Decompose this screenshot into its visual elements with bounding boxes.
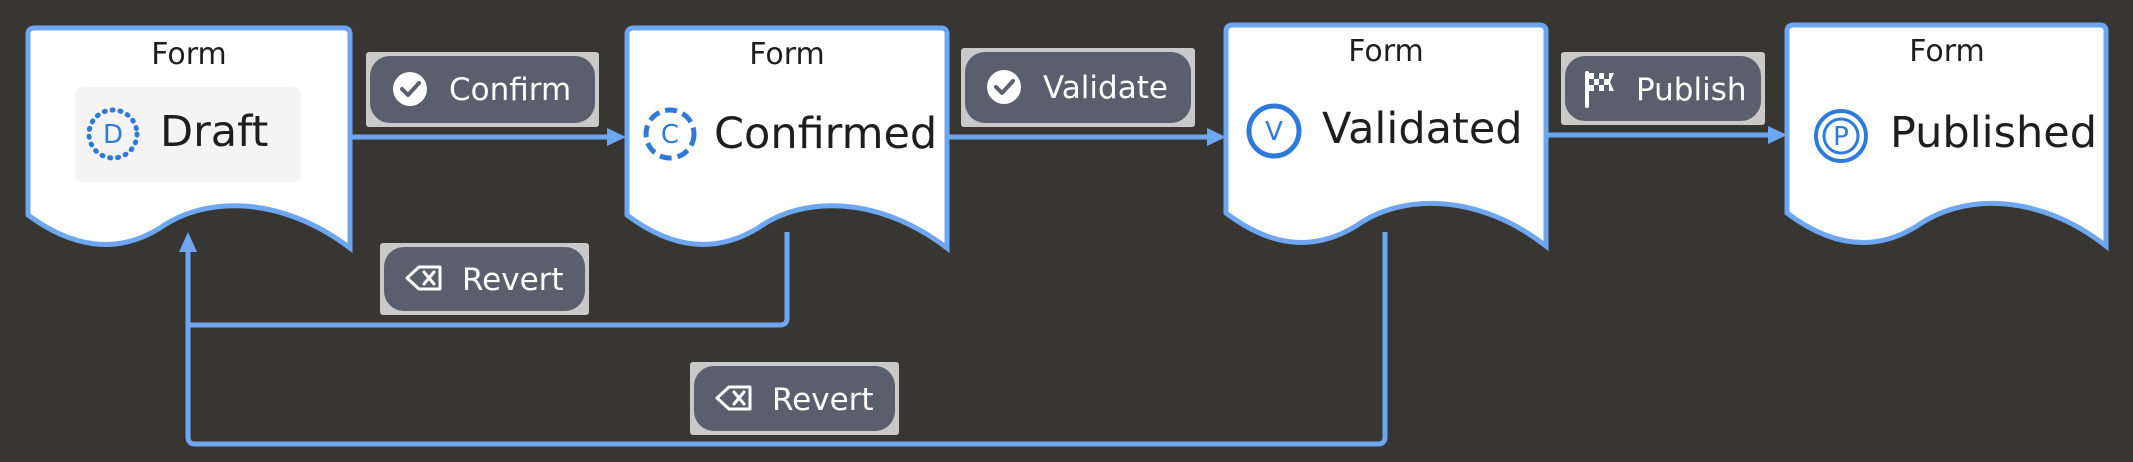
backspace-icon	[405, 265, 442, 291]
button-pill	[370, 56, 595, 123]
node-label: Published	[1890, 108, 2097, 158]
arrowhead-confirmed	[607, 128, 626, 146]
validate-button[interactable]: Validate	[961, 48, 1195, 127]
arrowhead-draft	[179, 232, 197, 252]
button-pill	[1565, 56, 1761, 121]
node-title: Form	[151, 37, 227, 72]
published-status-icon: P	[1814, 109, 1868, 163]
badge-letter: V	[1265, 117, 1283, 147]
check-circle-icon	[393, 72, 427, 106]
badge-letter: P	[1833, 122, 1849, 152]
edge-confirmed-to-draft	[188, 232, 790, 328]
checkered-flag-icon	[1585, 71, 1614, 108]
validated-status-icon: V	[1246, 103, 1302, 159]
button-label: Publish	[1636, 72, 1747, 108]
node-draft[interactable]: Form D Draft	[25, 25, 353, 254]
button-label: Validate	[1043, 70, 1168, 106]
button-label: Revert	[772, 382, 874, 418]
badge-letter: D	[103, 120, 123, 150]
revert-button[interactable]: Revert	[380, 243, 589, 315]
edge-validated-to-draft	[185, 232, 1388, 447]
arrowhead-validated	[1207, 128, 1226, 146]
node-title: Form	[749, 37, 825, 72]
check-circle-icon	[987, 70, 1021, 104]
node-title: Form	[1348, 34, 1424, 69]
node-confirmed[interactable]: Form C Confirmed	[624, 25, 950, 254]
button-pill	[965, 52, 1191, 123]
button-pill	[694, 366, 895, 431]
document-shape	[1223, 22, 1549, 252]
document-shape	[1784, 22, 2109, 252]
node-title: Form	[1909, 34, 1985, 69]
publish-button[interactable]: Publish	[1561, 52, 1765, 125]
arrowhead-published	[1768, 126, 1787, 144]
node-validated[interactable]: Form V Validated	[1223, 22, 1549, 252]
backspace-icon	[715, 385, 752, 411]
node-label: Validated	[1322, 104, 1523, 154]
badge-letter: C	[661, 120, 679, 150]
button-label: Confirm	[449, 72, 571, 108]
node-label: Confirmed	[714, 109, 937, 159]
confirm-button[interactable]: Confirm	[366, 52, 599, 127]
document-shape	[624, 25, 950, 254]
draft-status-icon: D	[86, 107, 140, 161]
confirmed-status-icon: C	[643, 107, 697, 161]
node-label: Draft	[160, 107, 268, 157]
edges	[179, 126, 1787, 447]
node-highlight	[75, 87, 301, 182]
revert-button[interactable]: Revert	[690, 362, 899, 435]
button-pill	[384, 247, 585, 311]
button-label: Revert	[462, 262, 564, 298]
node-published[interactable]: Form P Published	[1784, 22, 2109, 252]
